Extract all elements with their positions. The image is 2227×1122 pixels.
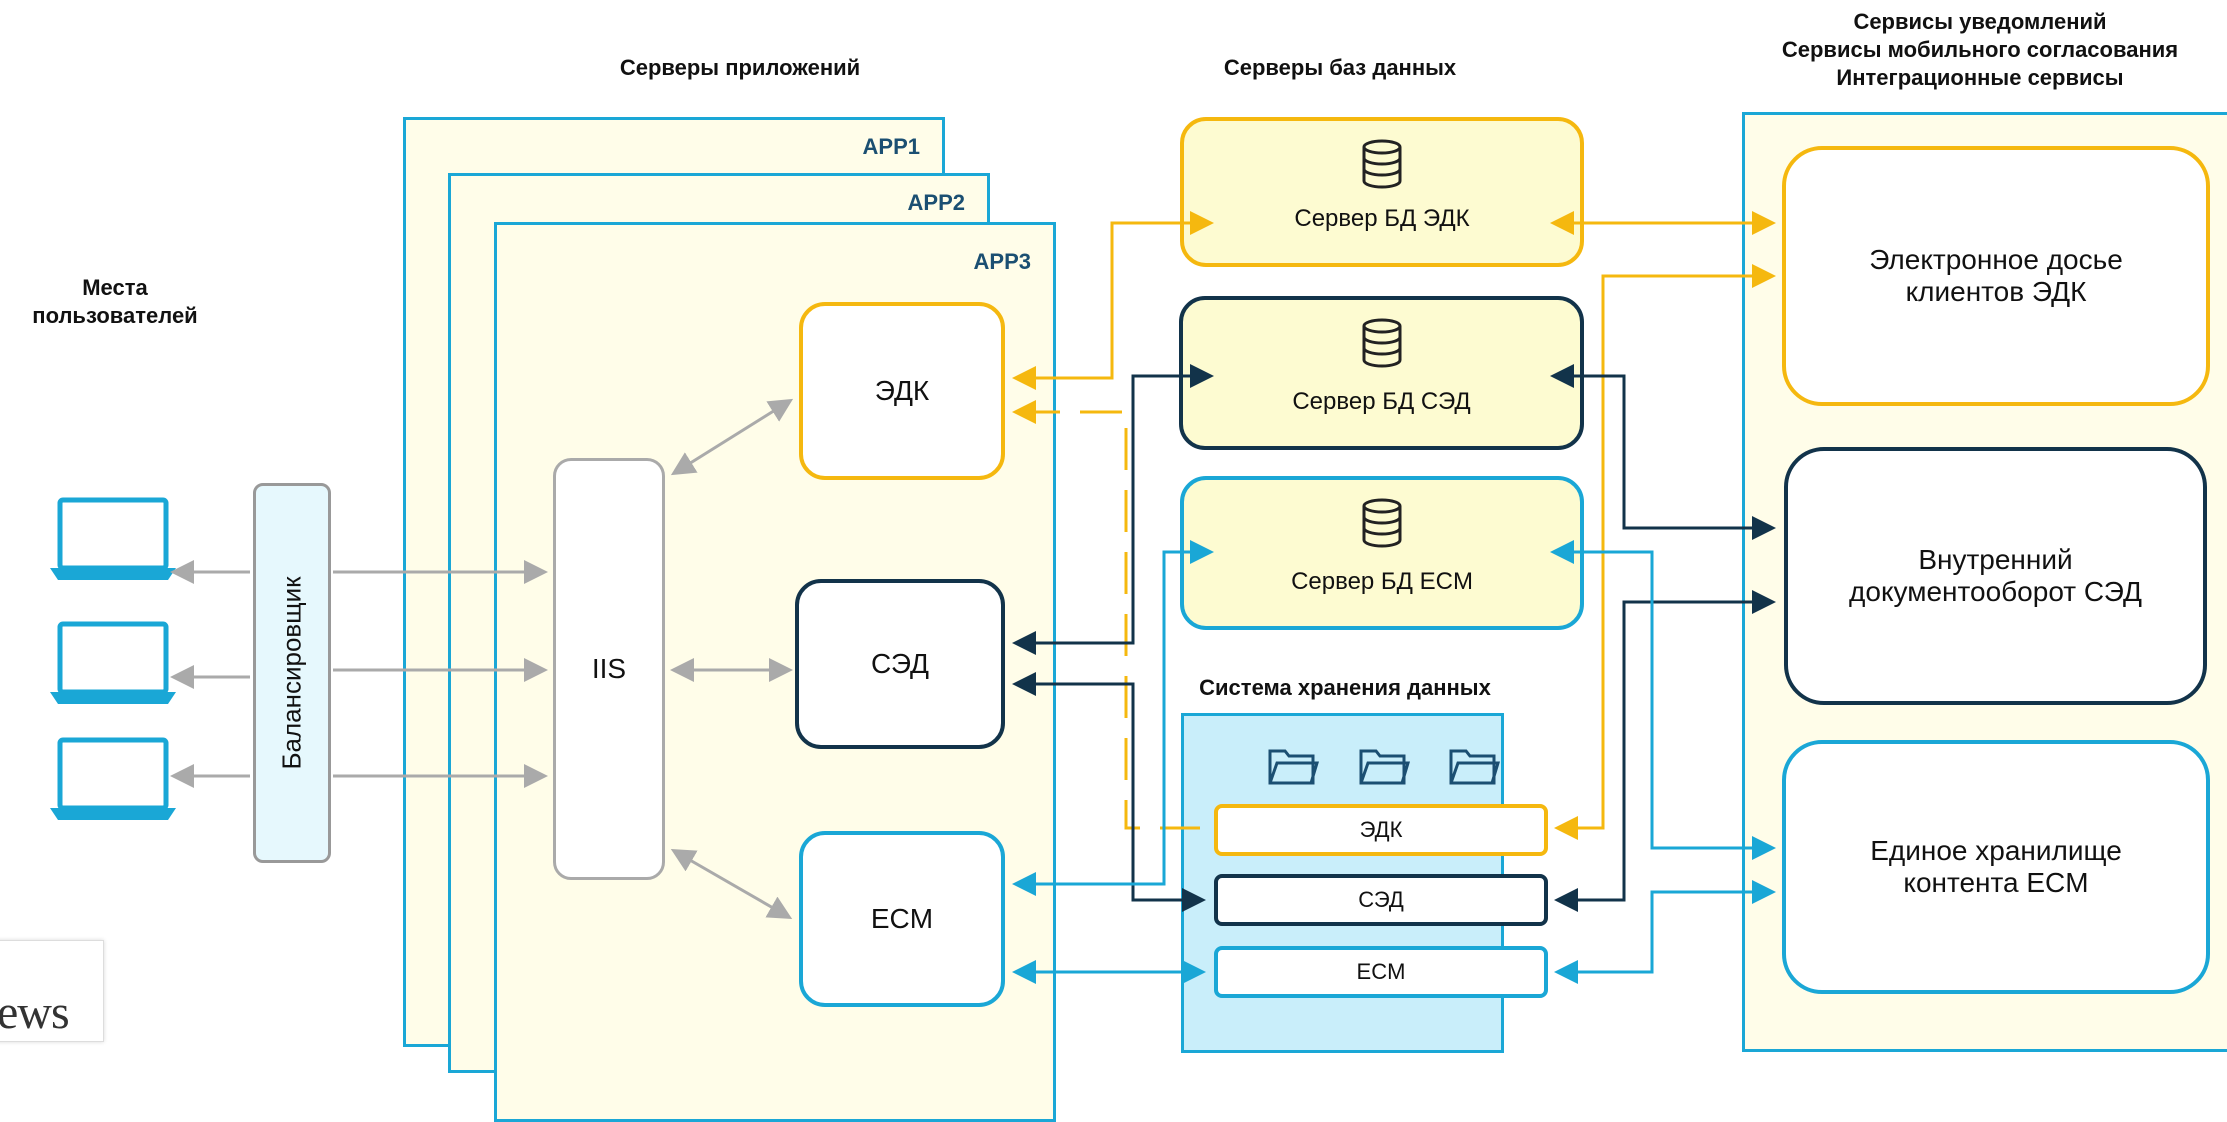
app-edk-node[interactable]: ЭДК <box>799 302 1005 480</box>
connector-app-sed-db-sed <box>1012 364 1214 655</box>
storage-ecm-label: ECM <box>1356 959 1406 984</box>
laptop-icon[interactable] <box>48 496 178 582</box>
app-sed-label: СЭД <box>870 648 930 679</box>
connector-db-sed-service-sed <box>1550 364 1776 540</box>
app-sed-node[interactable]: СЭД <box>795 579 1005 749</box>
app-servers-header: Серверы приложений <box>619 55 861 80</box>
corner-badge: ews <box>0 940 104 1042</box>
connector-app-edk-db-edk <box>1012 211 1214 390</box>
service-sed-node[interactable]: Внутренний документооборот СЭД <box>1784 447 2207 705</box>
db-servers-header: Серверы баз данных <box>1223 55 1457 80</box>
app1-label: APP1 <box>862 134 920 159</box>
storage-edk[interactable]: ЭДК <box>1214 804 1548 856</box>
service-ecm-label: Единое хранилище контента ECM <box>1870 835 2122 898</box>
storage-sed[interactable]: СЭД <box>1214 874 1548 926</box>
app-edk-label: ЭДК <box>874 375 930 406</box>
folder-icon <box>1359 749 1410 785</box>
db-server-sed-label: Сервер БД СЭД <box>1292 388 1471 415</box>
db-server-sed[interactable]: Сервер БД СЭД <box>1179 296 1584 450</box>
iis-node[interactable]: IIS <box>553 458 665 880</box>
folder-icon <box>1268 749 1319 785</box>
laptop-icon[interactable] <box>48 620 178 706</box>
services-header-line3: Интеграционные сервисы <box>1836 65 2124 90</box>
database-icon <box>1362 318 1401 368</box>
service-edk-node[interactable]: Электронное досье клиентов ЭДК <box>1782 146 2210 406</box>
storage-ecm[interactable]: ECM <box>1214 946 1548 998</box>
app2-label: APP2 <box>907 190 965 215</box>
connector-app-sed-storage-sed <box>1012 672 1206 912</box>
database-icon <box>1362 498 1402 548</box>
service-ecm-node[interactable]: Единое хранилище контента ECM <box>1782 740 2210 994</box>
db-server-edk-label: Сервер БД ЭДК <box>1294 205 1470 232</box>
services-header-line1: Сервисы уведомлений <box>1853 9 2107 34</box>
connector-layer <box>170 211 1776 984</box>
storage-sed-label: СЭД <box>1358 887 1404 912</box>
service-edk-label: Электронное досье клиентов ЭДК <box>1869 244 2123 307</box>
db-server-edk[interactable]: Сервер БД ЭДК <box>1180 117 1584 267</box>
database-icon <box>1362 139 1402 189</box>
app-ecm-label: ECM <box>870 903 934 934</box>
balancer[interactable]: Балансировщик <box>253 483 331 863</box>
connector-app-edk-storage-edk <box>1012 400 1200 830</box>
connector-app-ecm-db-ecm <box>1012 540 1214 896</box>
connector-iis-ecm <box>670 849 793 919</box>
connector-storage-ecm-service-ecm <box>1554 880 1776 984</box>
services-header-line2: Сервисы мобильного согласования <box>1781 37 2179 62</box>
storage-header: Система хранения данных <box>1199 675 1491 700</box>
laptop-icon[interactable] <box>48 736 178 822</box>
folder-icon <box>1449 749 1500 785</box>
app-ecm-node[interactable]: ECM <box>799 831 1005 1007</box>
db-server-ecm-label: Сервер БД ECM <box>1291 568 1473 595</box>
db-server-ecm[interactable]: Сервер БД ECM <box>1180 476 1584 630</box>
service-sed-label: Внутренний документооборот СЭД <box>1849 544 2142 607</box>
connector-db-ecm-service-ecm <box>1550 540 1776 860</box>
connector-iis-edk <box>670 398 794 476</box>
storage-edk-label: ЭДК <box>1359 817 1403 842</box>
users-header: Места пользователей <box>32 275 198 328</box>
services-header: Сервисы уведомлений Сервисы мобильного с… <box>1740 8 2220 92</box>
corner-badge-text: ews <box>0 986 70 1039</box>
connector-storage-sed-service-sed <box>1554 590 1776 912</box>
iis-label: IIS <box>591 653 627 684</box>
